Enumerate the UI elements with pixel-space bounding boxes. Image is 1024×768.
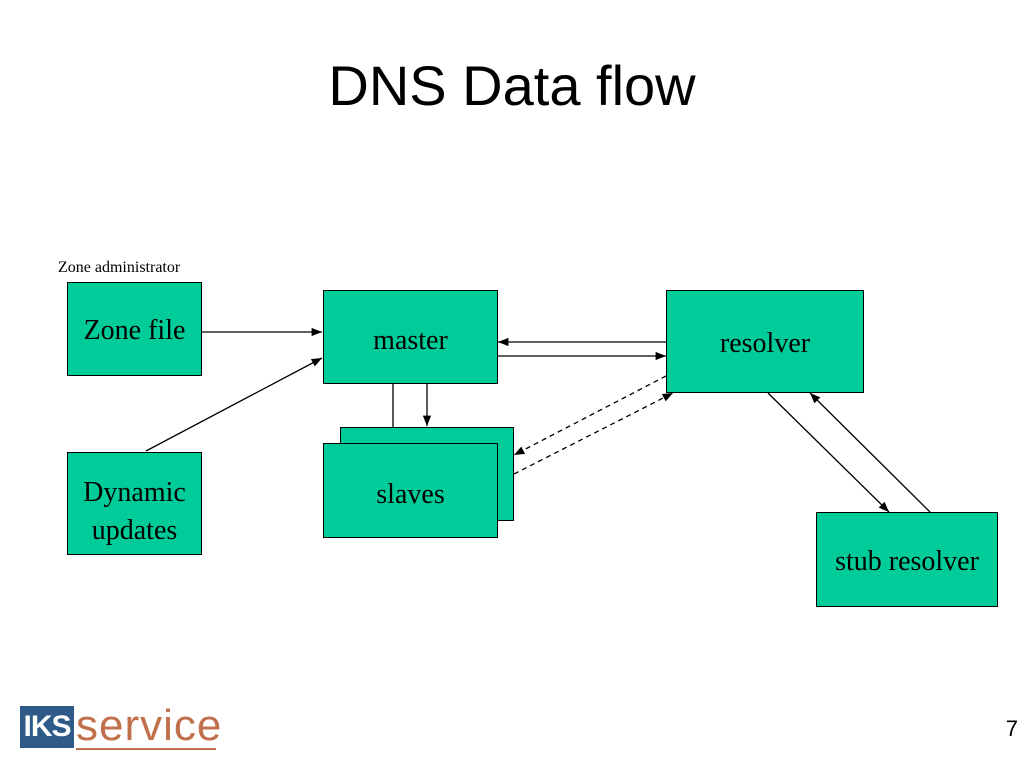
- logo-mark: IKS: [20, 706, 74, 748]
- dynamic-updates-label-line2: updates: [91, 515, 178, 546]
- slaves-node: slaves: [323, 443, 498, 538]
- arrow-stub-to-resolver: [809, 392, 931, 513]
- dynamic-updates-node: Dynamic updates: [67, 452, 202, 555]
- page-number: 7: [1005, 716, 1018, 741]
- zone-file-label: Zone file: [83, 315, 186, 346]
- stub-resolver-label: stub resolver: [835, 546, 979, 577]
- slide-title: DNS Data flow: [328, 54, 696, 117]
- arrow-resolver-to-stub: [767, 392, 890, 513]
- resolver-label: resolver: [719, 328, 811, 359]
- dashed-resolver-to-slaves: [513, 375, 667, 456]
- resolver-node: resolver: [666, 290, 864, 393]
- slaves-label: slaves: [376, 479, 445, 510]
- dynamic-updates-label-line1: Dynamic: [83, 477, 186, 508]
- logo-text: service: [76, 701, 223, 750]
- logo-underline: [76, 748, 216, 750]
- master-label: master: [373, 325, 448, 356]
- dashed-slaves-to-resolver: [513, 392, 674, 475]
- stub-resolver-node: stub resolver: [816, 512, 998, 607]
- master-node: master: [323, 290, 498, 384]
- zone-administrator-caption: Zone administrator: [58, 259, 181, 276]
- arrow-dynamic-to-master: [145, 357, 323, 452]
- zone-file-node: Zone file: [67, 282, 202, 376]
